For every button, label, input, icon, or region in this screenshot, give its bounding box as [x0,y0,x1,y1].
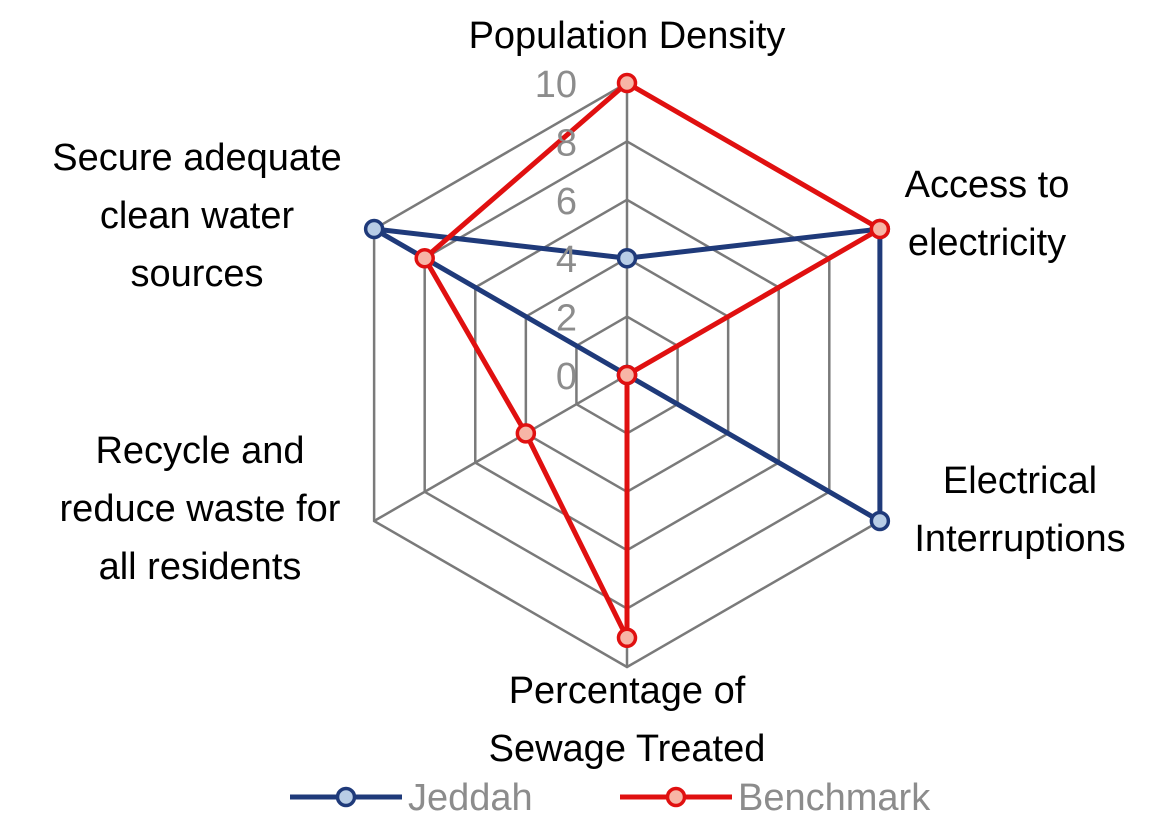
legend-swatch-marker-jeddah [335,786,357,808]
legend-swatch-marker-benchmark [665,786,687,808]
data-point-benchmark-5 [414,247,435,269]
series-benchmark [414,72,891,649]
category-label-line: Recycle and [95,430,304,472]
tick-label-6: 6 [556,181,577,223]
category-label-line: Access to [905,164,1070,206]
category-label-line: Sewage Treated [489,728,766,770]
category-label-line: Percentage of [509,670,746,712]
tick-label-10: 10 [535,64,577,106]
category-label-1: Access to electricity [905,164,1070,264]
data-point-benchmark-2 [616,364,638,386]
series-line-jeddah [372,226,883,526]
tick-label-8: 8 [556,122,577,164]
data-point-jeddah-2 [869,510,891,532]
category-label-4: Recycle and reduce waste for all residents [60,430,341,588]
category-label-line: electricity [908,222,1066,264]
category-label-line: Population Density [469,15,786,57]
data-point-benchmark-0 [616,72,638,94]
category-label-line: clean water [100,195,295,237]
legend-label-benchmark: Benchmark [738,777,931,819]
data-point-benchmark-4 [515,423,537,444]
radar-series-layer [363,72,891,649]
tick-label-4: 4 [556,239,577,281]
category-label-3: Percentage of Sewage Treated [489,670,766,770]
legend-label-jeddah: Jeddah [408,777,533,819]
data-point-benchmark-3 [616,627,638,649]
series-line-benchmark [421,79,885,639]
category-label-5: Secure adequate clean water sources [52,137,341,295]
data-point-jeddah-0 [616,247,638,269]
tick-label-0: 0 [556,356,577,398]
legend: Jeddah Benchmark [290,777,931,819]
category-label-line: Electrical [943,460,1097,502]
data-point-jeddah-5 [363,218,385,240]
category-label-0: Population Density [469,15,786,57]
grid-spoke-4 [373,373,628,523]
category-label-line: reduce waste for [60,488,341,530]
radial-tick-labels: 0 2 4 6 8 10 [535,64,577,398]
tick-label-2: 2 [556,298,577,340]
data-point-benchmark-1 [869,218,891,240]
legend-item-benchmark: Benchmark [620,777,931,819]
category-label-line: sources [130,253,263,295]
legend-item-jeddah: Jeddah [290,777,533,819]
category-label-line: Secure adequate [52,137,341,179]
category-label-line: all residents [99,546,302,588]
category-label-line: Interruptions [914,518,1125,560]
